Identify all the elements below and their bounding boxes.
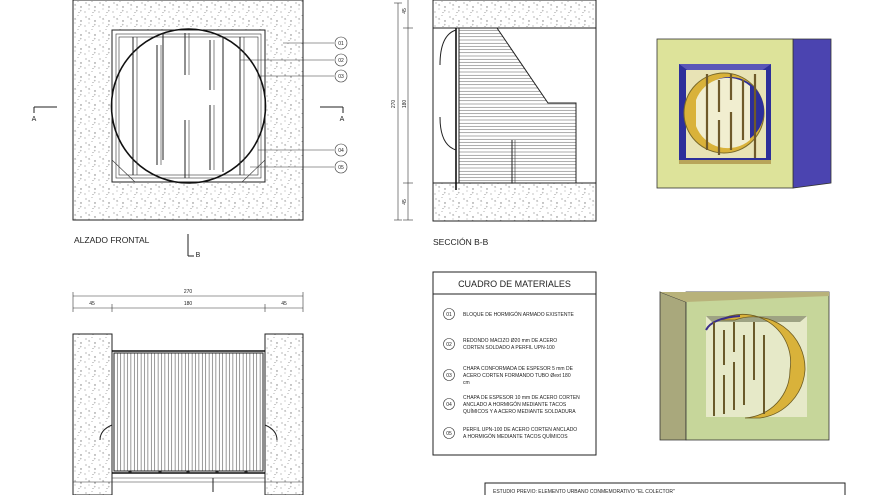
render1-side-face	[792, 38, 832, 189]
render-3d-front	[656, 38, 832, 189]
callout-02: 02	[334, 53, 348, 67]
upn-frame	[115, 33, 262, 179]
svg-text:CORTEN SOLDADO A PERFIL UPN-10: CORTEN SOLDADO A PERFIL UPN-100	[463, 345, 555, 351]
svg-text:01: 01	[338, 41, 344, 47]
svg-text:02: 02	[338, 58, 344, 64]
plan-concrete-left	[72, 333, 113, 495]
svg-text:05: 05	[446, 431, 452, 437]
svg-text:PERFIL UPN-100 DE ACERO CORTEN: PERFIL UPN-100 DE ACERO CORTEN ANCLADO	[463, 427, 577, 433]
plate-inner	[118, 36, 259, 176]
cut-marker-a-left: A	[32, 106, 57, 123]
render1-bars	[705, 74, 757, 158]
horizontal-dimension-chain: 270 45 180 45	[72, 289, 304, 312]
plan-view	[72, 333, 304, 495]
svg-text:ANCLADO A HORMIGÓN MEDIANTE TA: ANCLADO A HORMIGÓN MEDIANTE TACOS	[463, 401, 567, 408]
dim-vertical-total: 270	[391, 100, 397, 109]
svg-text:05: 05	[338, 165, 344, 171]
svg-text:cm: cm	[463, 380, 470, 386]
section-tube-profile	[458, 27, 577, 184]
plan-tube-slats	[113, 352, 264, 472]
svg-text:01: 01	[446, 312, 452, 318]
title-block: ESTUDIO PREVIO: ELEMENTO URBANO CONMEMOR…	[484, 482, 846, 495]
front-elevation	[72, 0, 304, 221]
opening	[111, 29, 266, 183]
vertical-dimension-chain: 45 180 270 45	[391, 0, 413, 221]
section-concrete-top	[432, 0, 597, 29]
material-row-04: 04 CHAPA DE ESPESOR 10 mm DE ACERO CORTE…	[443, 395, 580, 415]
front-elevation-title: ALZADO FRONTAL	[74, 235, 150, 245]
plan-concrete-right	[264, 333, 304, 495]
svg-text:A: A	[340, 116, 345, 123]
dim-vertical-center: 180	[402, 100, 408, 109]
dim-right-side: 45	[281, 301, 287, 307]
materials-table-title: CUADRO DE MATERIALES	[458, 279, 571, 289]
svg-text:REDONDO MACIZO Ø20 mm DE ACERO: REDONDO MACIZO Ø20 mm DE ACERO	[463, 338, 557, 344]
svg-text:02: 02	[446, 342, 452, 348]
svg-text:03: 03	[338, 74, 344, 80]
material-row-02: 02 REDONDO MACIZO Ø20 mm DE ACERO CORTEN…	[443, 338, 557, 351]
render2-tube-ring	[719, 313, 806, 419]
dim-left-side: 45	[89, 301, 95, 307]
render2-bars	[713, 322, 765, 416]
svg-text:03: 03	[446, 373, 452, 379]
svg-text:04: 04	[338, 148, 344, 154]
svg-text:ACERO CORTEN FORMANDO TUBO Øex: ACERO CORTEN FORMANDO TUBO Øext 180	[463, 373, 571, 379]
svg-text:A HORMIGÓN MEDIANTE TACOS QUÍM: A HORMIGÓN MEDIANTE TACOS QUÍMICOS	[463, 433, 568, 440]
svg-text:CHAPA CONFORMADA DE ESPESOR 5: CHAPA CONFORMADA DE ESPESOR 5 mm DE	[463, 366, 574, 372]
cut-marker-a-right: A	[320, 106, 345, 123]
section-b-b	[432, 0, 597, 222]
material-row-01: 01 BLOQUE DE HORMIGÓN ARMADO EXISTENTE	[443, 308, 575, 320]
svg-text:04: 04	[446, 402, 452, 408]
section-title: SECCIÓN B-B	[433, 237, 489, 247]
material-row-05: 05 PERFIL UPN-100 DE ACERO CORTEN ANCLAD…	[443, 427, 577, 440]
callout-03: 03	[334, 69, 348, 83]
callout-01: 01	[334, 36, 348, 50]
svg-text:B: B	[196, 252, 201, 259]
callout-04: 04	[334, 143, 348, 157]
section-concrete-bottom	[432, 182, 597, 222]
render-3d-perspective	[659, 291, 830, 441]
dim-vertical-bottom: 45	[402, 199, 408, 205]
materials-table: CUADRO DE MATERIALES 01 BLOQUE DE HORMIG…	[432, 271, 597, 456]
corten-tube-circle	[110, 28, 267, 184]
svg-text:CHAPA DE ESPESOR 10 mm DE ACER: CHAPA DE ESPESOR 10 mm DE ACERO CORTEN	[463, 395, 580, 401]
svg-text:A: A	[32, 116, 37, 123]
svg-text:QUÍMICOS Y A ACERO MEDIANTE SO: QUÍMICOS Y A ACERO MEDIANTE SOLDADURA	[463, 408, 576, 415]
callout-05: 05	[334, 160, 348, 174]
render2-side-face	[659, 291, 687, 441]
svg-text:BLOQUE DE HORMIGÓN ARMADO EXIS: BLOQUE DE HORMIGÓN ARMADO EXISTENTE	[463, 311, 575, 318]
material-row-03: 03 CHAPA CONFORMADA DE ESPESOR 5 mm DE A…	[443, 366, 574, 386]
cut-marker-b: B	[187, 234, 201, 259]
dim-center: 180	[184, 301, 193, 307]
dim-total: 270	[184, 289, 193, 295]
title-block-text: ESTUDIO PREVIO: ELEMENTO URBANO CONMEMOR…	[493, 489, 675, 495]
dim-vertical-top: 45	[402, 8, 408, 14]
callout-leaders	[240, 42, 334, 168]
